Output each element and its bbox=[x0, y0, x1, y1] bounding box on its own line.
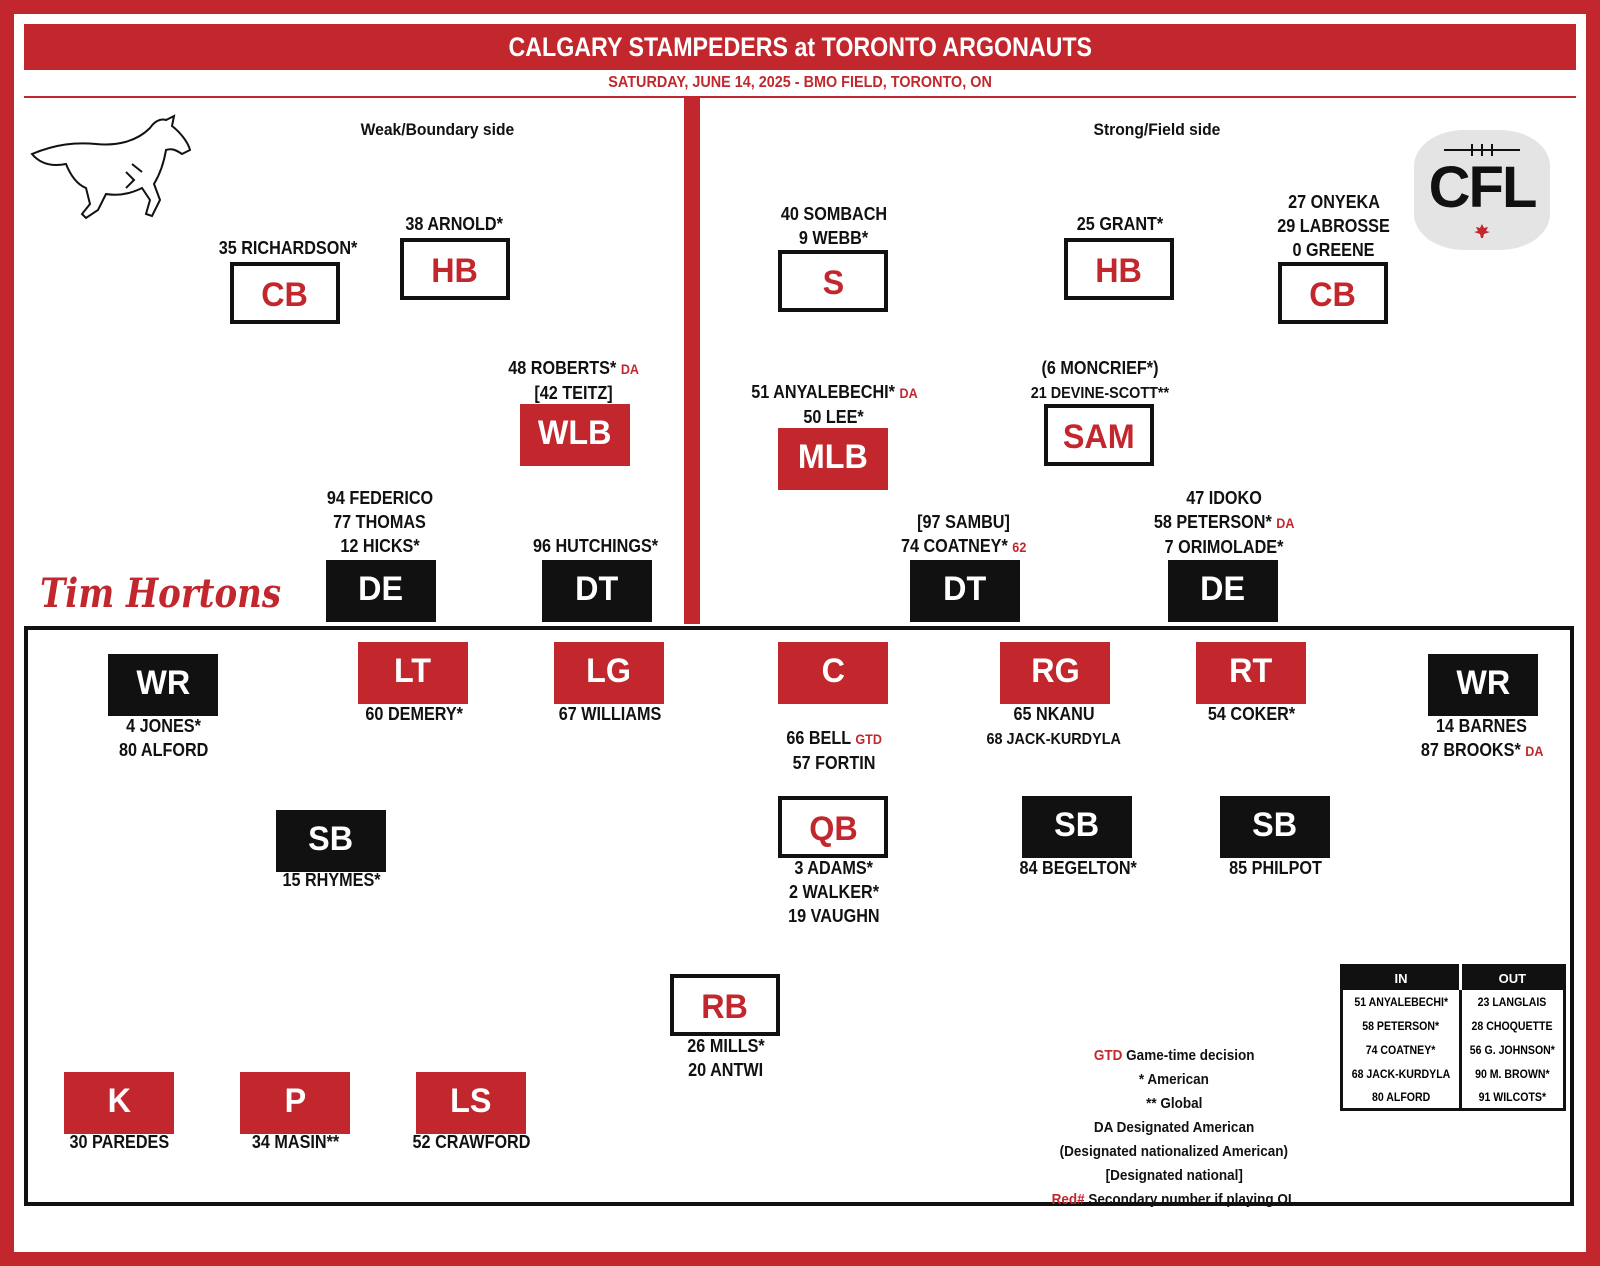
hb-right-players: 25 GRANT* bbox=[1076, 214, 1164, 234]
hb-right-position: HB bbox=[1064, 238, 1174, 300]
hb-left-players: 38 ARNOLD* bbox=[405, 214, 503, 234]
table-row: 74 COATNEY* 56 G. JOHNSON* bbox=[1342, 1037, 1565, 1062]
roster-changes-header: IN OUT bbox=[1341, 965, 1565, 990]
strong-side-label: Strong/Field side bbox=[1093, 120, 1221, 139]
wlb-players: 48 ROBERTS* DA [42 TEITZ] bbox=[508, 358, 640, 403]
c-position: C bbox=[778, 642, 888, 704]
de-left-position: DE bbox=[326, 560, 436, 622]
cb-left-players: 35 RICHARDSON* bbox=[218, 238, 358, 258]
cb-left-position: CB bbox=[230, 262, 340, 324]
rg-position: RG bbox=[1000, 642, 1110, 704]
offense-border-bottom bbox=[24, 1202, 1574, 1206]
out-cell: 91 WILCOTS* bbox=[1459, 1085, 1565, 1110]
lt-position: LT bbox=[358, 642, 468, 704]
legend: GTD Game-time decision * American ** Glo… bbox=[1024, 1044, 1324, 1212]
de-right-players: 47 IDOKO 58 PETERSON* DA 7 ORIMOLADE* bbox=[1153, 488, 1295, 557]
table-row: 80 ALFORD 91 WILCOTS* bbox=[1342, 1085, 1565, 1110]
stampeders-horse-logo bbox=[30, 114, 192, 220]
out-cell: 23 LANGLAIS bbox=[1459, 989, 1565, 1014]
de-left-players: 94 FEDERICO 77 THOMAS 12 HICKS* bbox=[326, 488, 434, 556]
legend-american: * American bbox=[1138, 1071, 1210, 1088]
wr-right-position: WR bbox=[1428, 654, 1538, 716]
sb-mid-position: SB bbox=[1022, 796, 1132, 858]
page-title: CALGARY STAMPEDERS at TORONTO ARGONAUTS bbox=[24, 24, 1576, 70]
roster-changes-table: IN OUT 51 ANYALEBECHI* 23 LANGLAIS 58 PE… bbox=[1340, 964, 1566, 1111]
out-cell: 90 M. BROWN* bbox=[1459, 1061, 1565, 1086]
in-header: IN bbox=[1341, 965, 1461, 990]
table-row: 58 PETERSON* 28 CHOQUETTE bbox=[1342, 1013, 1565, 1038]
depth-chart-page: CALGARY STAMPEDERS at TORONTO ARGONAUTS … bbox=[14, 14, 1586, 1252]
center-divider bbox=[684, 98, 700, 624]
cfl-logo: CFL bbox=[1414, 130, 1550, 250]
dt-right-position: DT bbox=[910, 560, 1020, 622]
wlb-position: WLB bbox=[520, 404, 630, 466]
k-players: 30 PAREDES bbox=[69, 1132, 169, 1152]
ls-players: 52 CRAWFORD bbox=[413, 1132, 531, 1152]
sb-mid-players: 84 BEGELTON* bbox=[1019, 858, 1137, 878]
rt-position: RT bbox=[1196, 642, 1306, 704]
c-players: 66 BELL GTD 57 FORTIN bbox=[786, 728, 882, 773]
in-cell: 51 ANYALEBECHI* bbox=[1354, 994, 1448, 1009]
dt-right-players: [97 SAMBU] 74 COATNEY* 62 bbox=[901, 512, 1027, 556]
dt-left-position: DT bbox=[542, 560, 652, 622]
weak-side-label: Weak/Boundary side bbox=[360, 120, 515, 139]
cfl-logo-text: CFL bbox=[1428, 155, 1538, 220]
los-line bbox=[24, 626, 1574, 630]
sb-right-position: SB bbox=[1220, 796, 1330, 858]
sb-left-players: 15 RHYMES* bbox=[282, 870, 382, 890]
ls-position: LS bbox=[416, 1072, 526, 1134]
wr-left-players: 4 JONES* 80 ALFORD bbox=[119, 716, 209, 760]
cb-right-position: CB bbox=[1278, 262, 1388, 324]
game-subtitle: SATURDAY, JUNE 14, 2025 - BMO FIELD, TOR… bbox=[608, 74, 992, 91]
in-cell: 80 ALFORD bbox=[1371, 1089, 1431, 1104]
lg-position: LG bbox=[554, 642, 664, 704]
k-position: K bbox=[64, 1072, 174, 1134]
legend-da: DA Designated American bbox=[1093, 1119, 1255, 1136]
rb-position: RB bbox=[670, 974, 780, 1036]
mlb-players: 51 ANYALEBECHI* DA 50 LEE* bbox=[750, 382, 918, 427]
sb-right-players: 85 PHILPOT bbox=[1229, 858, 1323, 878]
out-cell: 56 G. JOHNSON* bbox=[1459, 1037, 1565, 1062]
legend-gtd: GTD Game-time decision bbox=[1093, 1047, 1255, 1064]
in-cell: 68 JACK-KURDYLA bbox=[1351, 1066, 1451, 1081]
legend-dna: (Designated nationalized American) bbox=[1059, 1143, 1289, 1160]
football-laces-icon bbox=[1444, 144, 1520, 156]
offense-border-right bbox=[1570, 626, 1574, 1206]
dt-left-players: 96 HUTCHINGS* bbox=[533, 536, 659, 556]
sb-left-position: SB bbox=[276, 810, 386, 872]
rb-players: 26 MILLS* 20 ANTWI bbox=[687, 1036, 765, 1080]
in-cell: 74 COATNEY* bbox=[1366, 1042, 1436, 1057]
cb-right-players: 27 ONYEKA 29 LABROSSE 0 GREENE bbox=[1277, 192, 1391, 260]
maple-leaf-icon bbox=[1474, 224, 1490, 238]
rg-players: 65 NKANU 68 JACK-KURDYLA bbox=[986, 704, 1122, 748]
p-position: P bbox=[240, 1072, 350, 1134]
legend-global: ** Global bbox=[1145, 1095, 1203, 1112]
table-row: 51 ANYALEBECHI* 23 LANGLAIS bbox=[1342, 989, 1565, 1014]
subtitle-divider bbox=[24, 96, 1576, 98]
wr-left-position: WR bbox=[108, 654, 218, 716]
in-cell: 58 PETERSON* bbox=[1362, 1018, 1440, 1033]
out-cell: 28 CHOQUETTE bbox=[1459, 1013, 1565, 1038]
qb-players: 3 ADAMS* 2 WALKER* 19 VAUGHN bbox=[788, 858, 880, 926]
table-row: 68 JACK-KURDYLA 90 M. BROWN* bbox=[1342, 1061, 1565, 1086]
legend-red-number: Red# Secondary number if playing OL bbox=[1051, 1191, 1297, 1208]
lt-players: 60 DEMERY* bbox=[365, 704, 463, 724]
rt-players: 54 COKER* bbox=[1208, 704, 1296, 724]
sam-players: (6 MONCRIEF*) 21 DEVINE-SCOTT** bbox=[1030, 358, 1170, 402]
p-players: 34 MASIN** bbox=[252, 1132, 340, 1152]
qb-position: QB bbox=[778, 796, 888, 858]
hb-left-position: HB bbox=[400, 238, 510, 300]
s-position: S bbox=[778, 250, 888, 312]
legend-dn: [Designated national] bbox=[1105, 1167, 1243, 1184]
sam-position: SAM bbox=[1044, 404, 1154, 466]
de-right-position: DE bbox=[1168, 560, 1278, 622]
mlb-position: MLB bbox=[778, 428, 888, 490]
tim-hortons-logo: Tim Hortons bbox=[40, 570, 281, 617]
s-players: 40 SOMBACH 9 WEBB* bbox=[780, 204, 888, 248]
wr-right-players: 14 BARNES 87 BROOKS* DA bbox=[1420, 716, 1544, 760]
out-header: OUT bbox=[1459, 965, 1565, 990]
offense-border-left bbox=[24, 626, 28, 1206]
lg-players: 67 WILLIAMS bbox=[558, 704, 662, 724]
